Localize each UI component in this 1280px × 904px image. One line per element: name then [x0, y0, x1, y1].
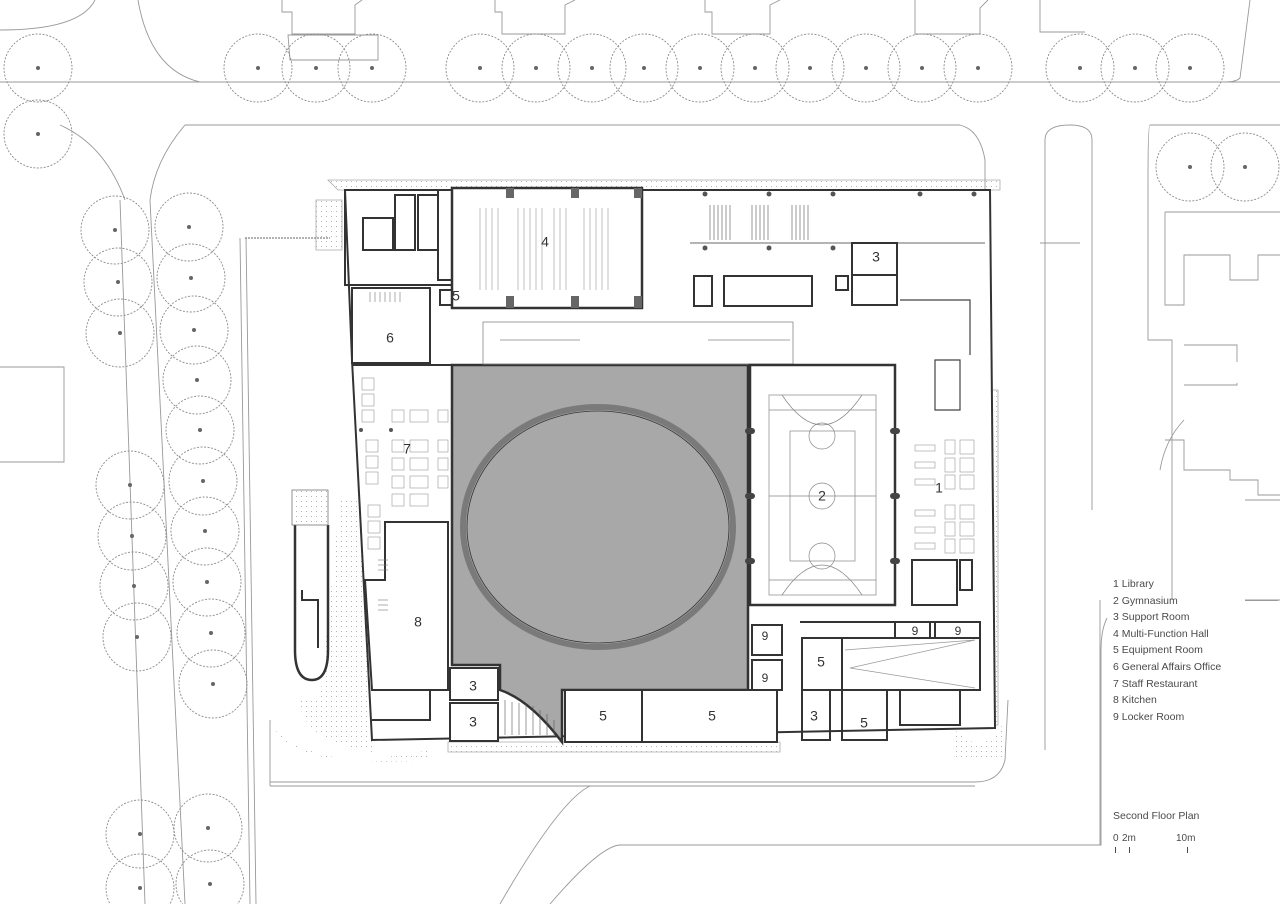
- hall-seating: [479, 208, 609, 290]
- room-equip-e2: [841, 689, 888, 741]
- room-legend: 1 Library 2 Gymnasium 3 Support Room 4 M…: [1113, 576, 1221, 725]
- building: [343, 186, 997, 746]
- label-office: 6: [386, 330, 394, 346]
- label-locker-4: 9: [955, 624, 962, 638]
- scale-label-10m: 10m: [1176, 833, 1196, 844]
- atrium-void: [450, 363, 750, 746]
- paving: [268, 179, 1005, 762]
- legend-leader-line: [1095, 617, 1108, 846]
- label-restaurant: 7: [403, 441, 411, 457]
- legend-item-staff-restaurant: 7 Staff Restaurant: [1113, 677, 1198, 690]
- label-equip-n: 5: [452, 288, 460, 304]
- legend-marker-line: [1245, 600, 1278, 601]
- label-gymnasium: 2: [818, 488, 826, 504]
- label-locker-2: 9: [762, 671, 769, 685]
- label-equip-s2: 5: [708, 708, 716, 724]
- scale-tick: [1115, 847, 1116, 853]
- label-kitchen: 8: [414, 614, 422, 630]
- legend-item-library: 1 Library: [1113, 578, 1154, 590]
- label-support-sw2: 3: [469, 714, 477, 730]
- legend-item-equipment-room: 5 Equipment Room: [1113, 644, 1203, 657]
- label-equip-s1: 5: [599, 708, 607, 724]
- legend-item-multi-function-hall: 4 Multi-Function Hall: [1113, 627, 1209, 640]
- legend-item-support-room: 3 Support Room: [1113, 611, 1190, 624]
- room-equip-s2: [641, 689, 778, 743]
- label-support-ne: 3: [872, 249, 880, 265]
- scale-tick: [1129, 847, 1130, 853]
- drawing-title: Second Floor Plan: [1113, 810, 1200, 822]
- label-locker-3: 9: [912, 624, 919, 638]
- basketball-court: [768, 394, 877, 596]
- library-furniture: [914, 439, 975, 554]
- label-equip-e1: 5: [817, 654, 825, 670]
- legend-item-locker-room: 9 Locker Room: [1113, 710, 1185, 723]
- label-hall: 4: [541, 234, 549, 250]
- label-library: 1: [935, 480, 943, 496]
- room-general-affairs-office: [351, 287, 431, 364]
- scale-bar: 0 2m 10m: [1113, 833, 1213, 857]
- label-support-se: 3: [810, 708, 818, 724]
- scale-label-0: 0: [1113, 833, 1119, 844]
- room-labels: 1 2 3 3 3 3 4 5 5 5 5 5 6 7 8 9 9 9 9: [386, 234, 962, 731]
- label-support-sw1: 3: [469, 678, 477, 694]
- legend-item-gymnasium: 2 Gymnasium: [1113, 594, 1178, 607]
- room-locker-1: [751, 624, 783, 656]
- scale-tick: [1187, 847, 1188, 853]
- room-support-se: [801, 689, 831, 741]
- restaurant-furniture: [361, 377, 449, 550]
- room-support-sw2: [449, 702, 499, 742]
- scale-label-2m: 2m: [1122, 833, 1136, 844]
- room-support-sw1: [449, 667, 499, 701]
- label-locker-1: 9: [762, 629, 769, 643]
- label-equip-e2: 5: [860, 715, 868, 731]
- legend-item-general-affairs-office: 6 General Affairs Office: [1113, 660, 1222, 673]
- legend-item-kitchen: 8 Kitchen: [1113, 694, 1157, 707]
- entrance-ramp: [245, 237, 330, 682]
- room-equip-s1: [564, 689, 643, 743]
